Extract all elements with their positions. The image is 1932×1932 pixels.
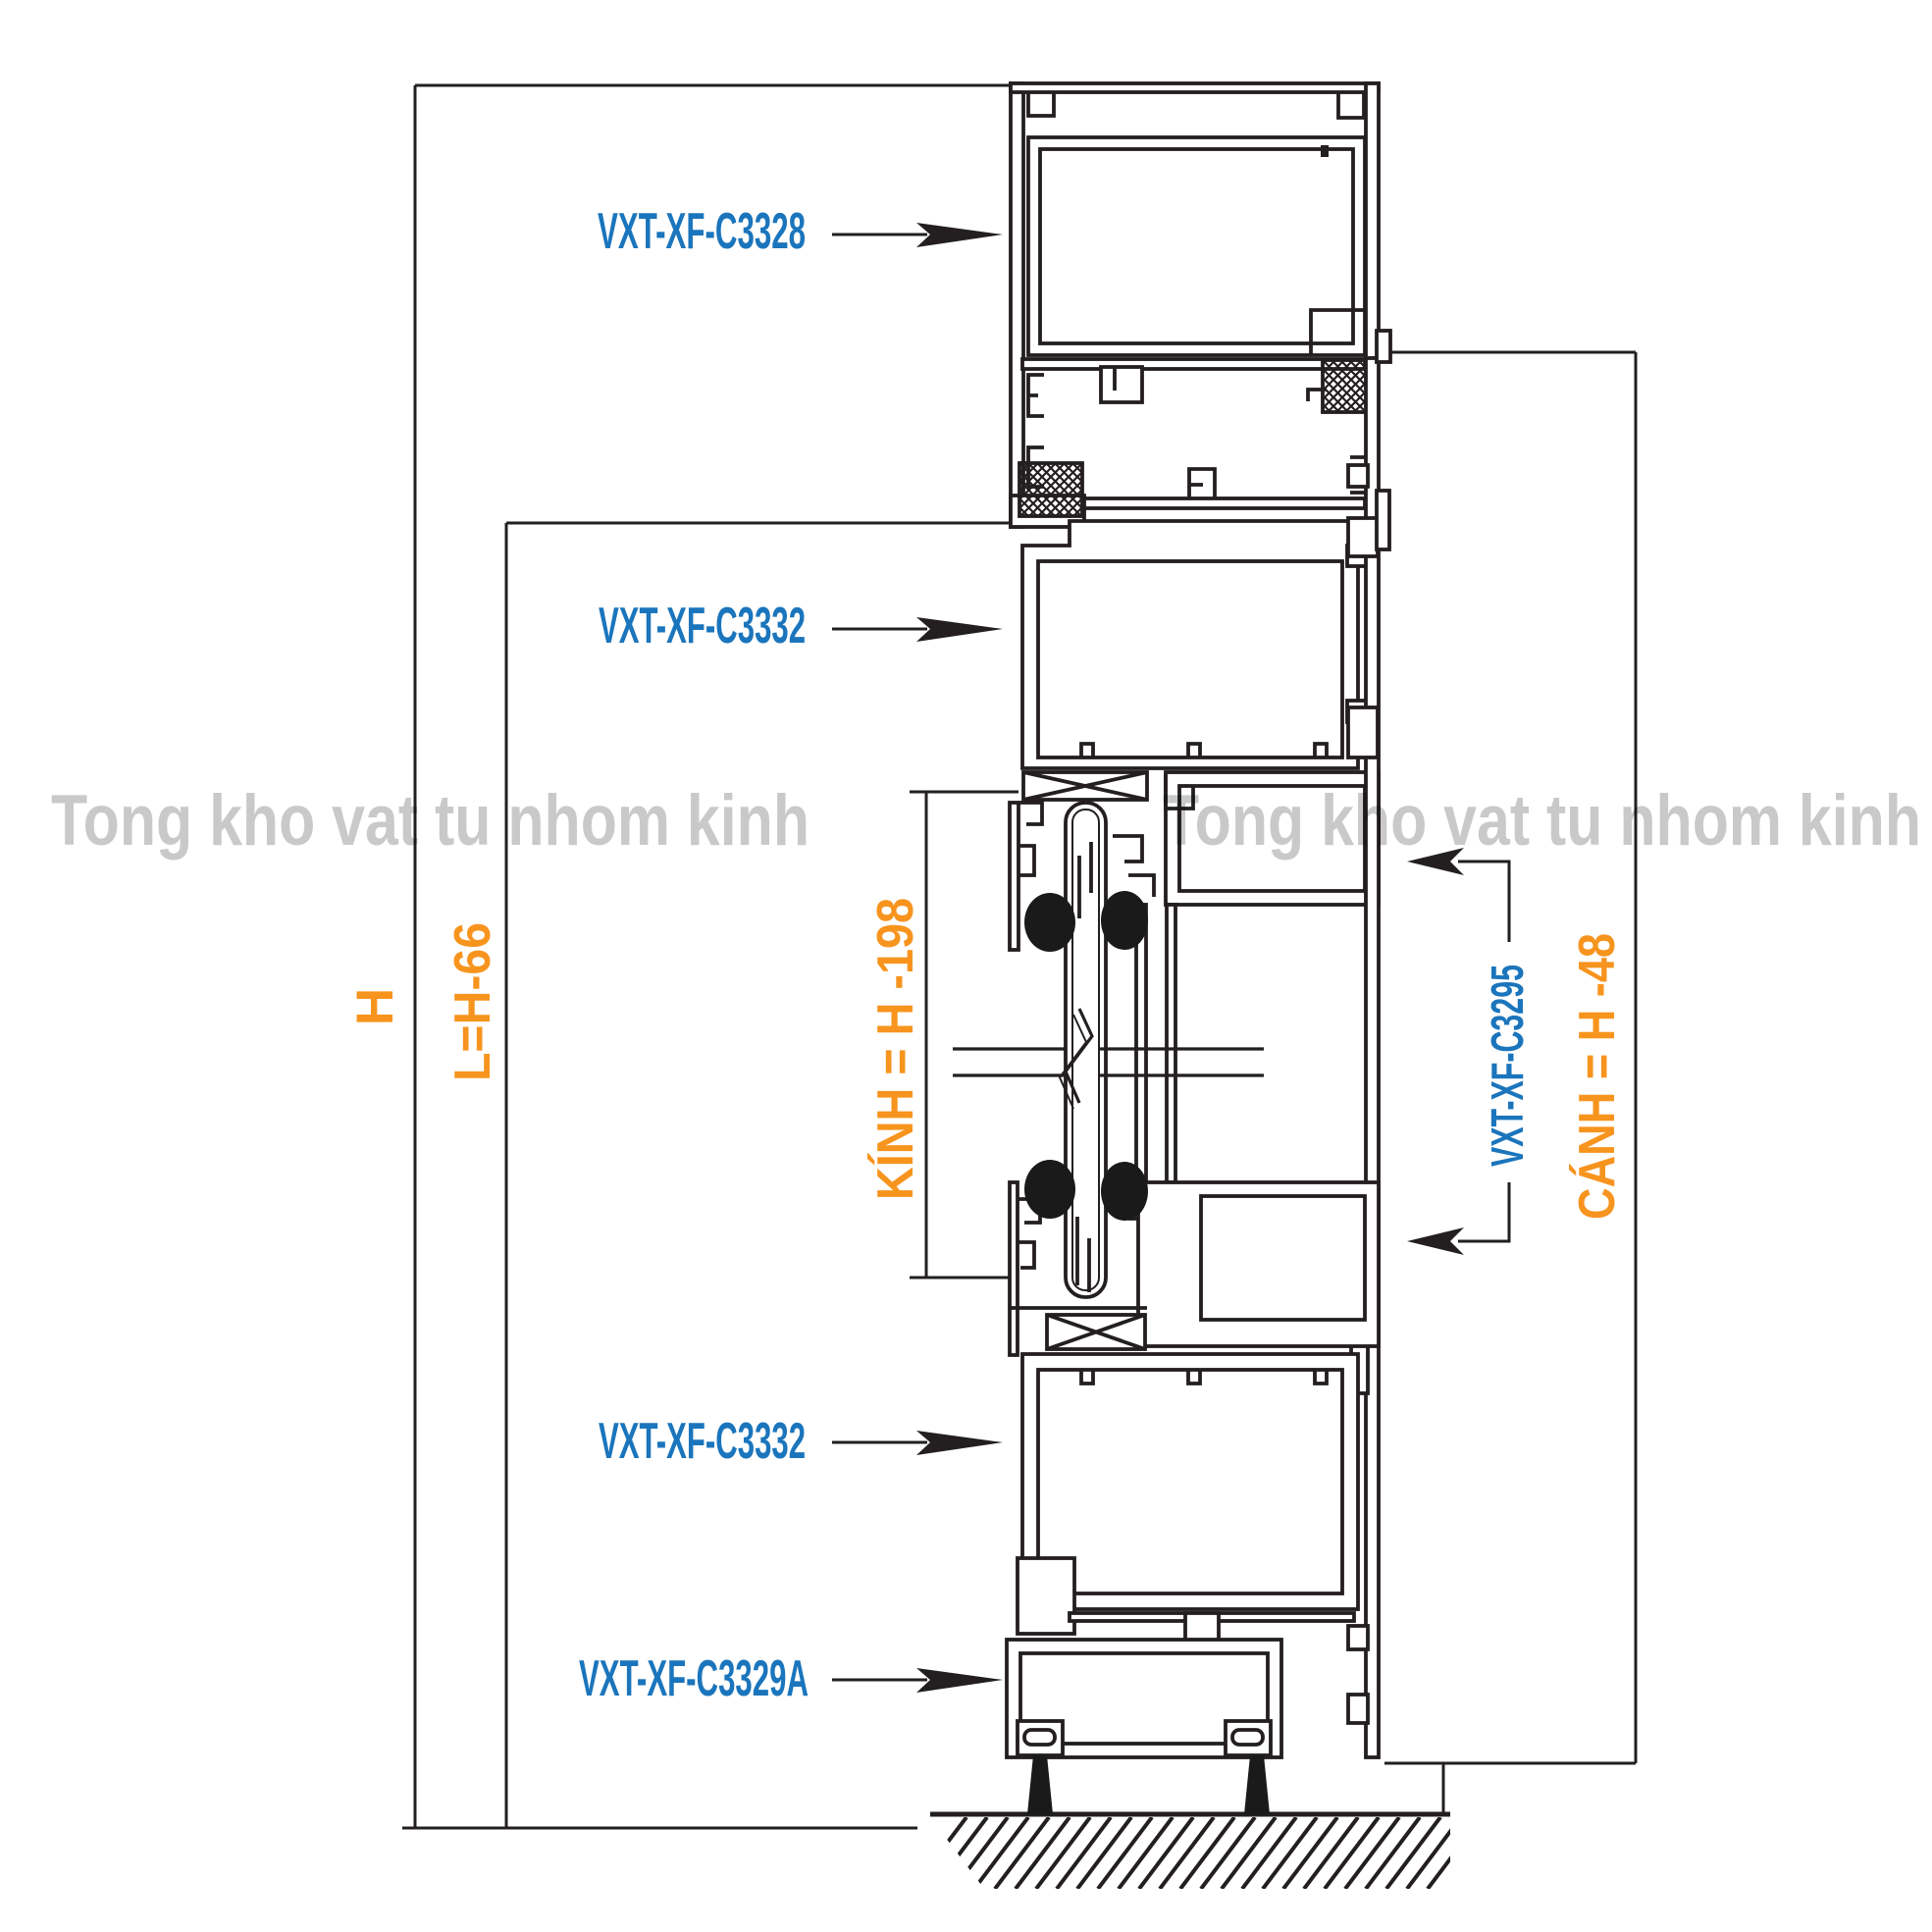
svg-text:VXT-XF-C3329A: VXT-XF-C3329A <box>579 1650 809 1707</box>
svg-text:VXT-XF-C3332: VXT-XF-C3332 <box>599 598 806 654</box>
svg-text:KÍNH = H -198: KÍNH = H -198 <box>867 898 924 1200</box>
svg-text:Tong kho vat tu nhom kinh: Tong kho vat tu nhom kinh <box>51 781 809 861</box>
svg-text:CÁNH = H -48: CÁNH = H -48 <box>1569 933 1626 1220</box>
svg-text:H: H <box>346 988 404 1025</box>
svg-text:VXT-XF-C3295: VXT-XF-C3295 <box>1482 965 1533 1167</box>
svg-text:Tong kho vat tu nhom kinh: Tong kho vat tu nhom kinh <box>1163 781 1921 861</box>
svg-text:L=H-66: L=H-66 <box>444 922 501 1081</box>
svg-text:VXT-XF-C3332: VXT-XF-C3332 <box>599 1413 806 1470</box>
svg-text:VXT-XF-C3328: VXT-XF-C3328 <box>598 203 806 260</box>
